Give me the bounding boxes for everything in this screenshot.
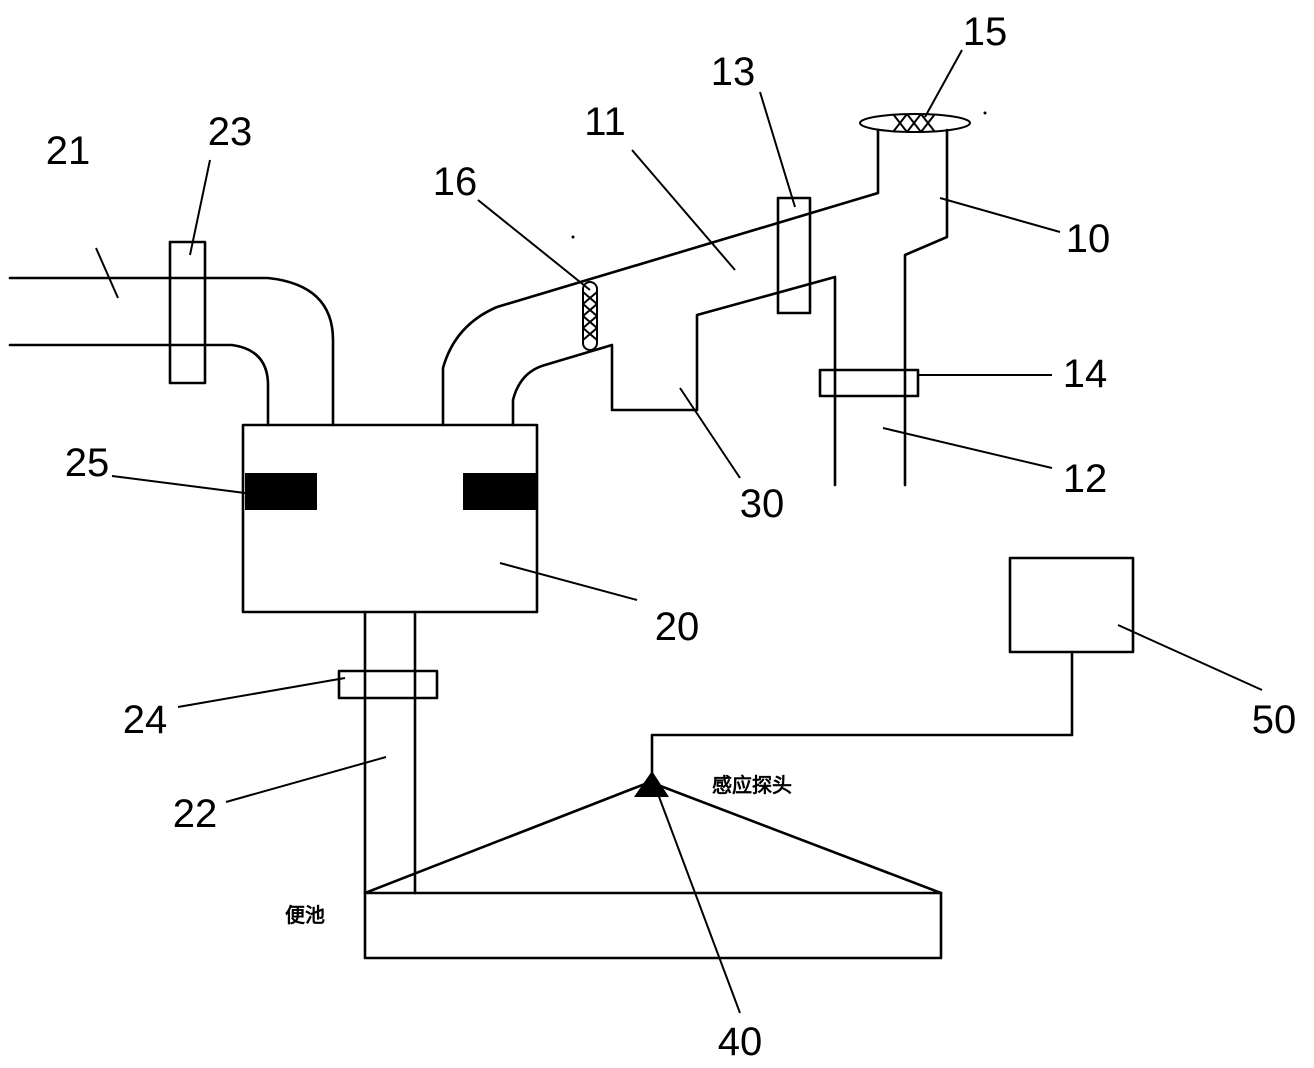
label-23: 23	[208, 110, 253, 154]
probe-label: 感应探头	[712, 773, 792, 797]
label-21: 21	[46, 129, 91, 173]
label-22: 22	[173, 792, 218, 836]
label-11: 11	[584, 100, 626, 144]
component-23	[168, 240, 207, 385]
leader-11	[631, 149, 736, 271]
leader-30	[679, 387, 741, 479]
leader-25	[111, 475, 246, 494]
leader-23	[189, 159, 211, 256]
leader-15	[924, 49, 963, 118]
component-25-left	[245, 473, 317, 510]
component-25-right	[463, 473, 536, 510]
pipe-21-upper-wall	[8, 276, 335, 427]
leader-lines	[95, 49, 1263, 1014]
component-24	[337, 669, 439, 700]
label-40: 40	[718, 1020, 763, 1064]
leader-24	[177, 677, 346, 708]
pipe-21-lower-wall	[8, 343, 270, 427]
sensor-wire	[650, 650, 1074, 778]
pipe-11-lower-wall	[511, 275, 837, 487]
label-50: 50	[1252, 698, 1297, 742]
component-13	[776, 196, 812, 315]
leader-20	[499, 562, 638, 601]
sensor-probe-40	[634, 771, 669, 797]
label-20: 20	[655, 605, 700, 649]
component-16-mesh	[582, 281, 598, 351]
pipe-11-upper-wall	[441, 128, 880, 427]
label-13: 13	[711, 50, 756, 94]
leader-12	[882, 427, 1053, 469]
controller-50	[1008, 556, 1135, 654]
label-30: 30	[740, 482, 785, 526]
component-15-cap	[859, 113, 971, 133]
label-24: 24	[123, 698, 168, 742]
label-10: 10	[1066, 217, 1111, 261]
leader-40	[654, 785, 741, 1014]
leader-22	[225, 756, 387, 803]
leader-16	[477, 199, 591, 291]
pipe-10-right-wall	[903, 128, 949, 487]
bowl-label: 便池	[285, 903, 325, 927]
leader-13	[759, 91, 796, 208]
label-16: 16	[433, 160, 478, 204]
tank-20	[241, 423, 539, 614]
component-14	[818, 368, 920, 398]
leader-10	[939, 197, 1061, 233]
label-14: 14	[1063, 352, 1108, 396]
stray-dot	[983, 111, 987, 115]
label-15: 15	[963, 10, 1008, 54]
leader-50	[1117, 624, 1263, 691]
sensor-detection-range	[363, 780, 943, 895]
bowl	[363, 891, 943, 960]
label-12: 12	[1063, 457, 1108, 501]
stray-dot	[571, 235, 575, 239]
label-25: 25	[65, 441, 110, 485]
leader-21	[95, 247, 119, 299]
